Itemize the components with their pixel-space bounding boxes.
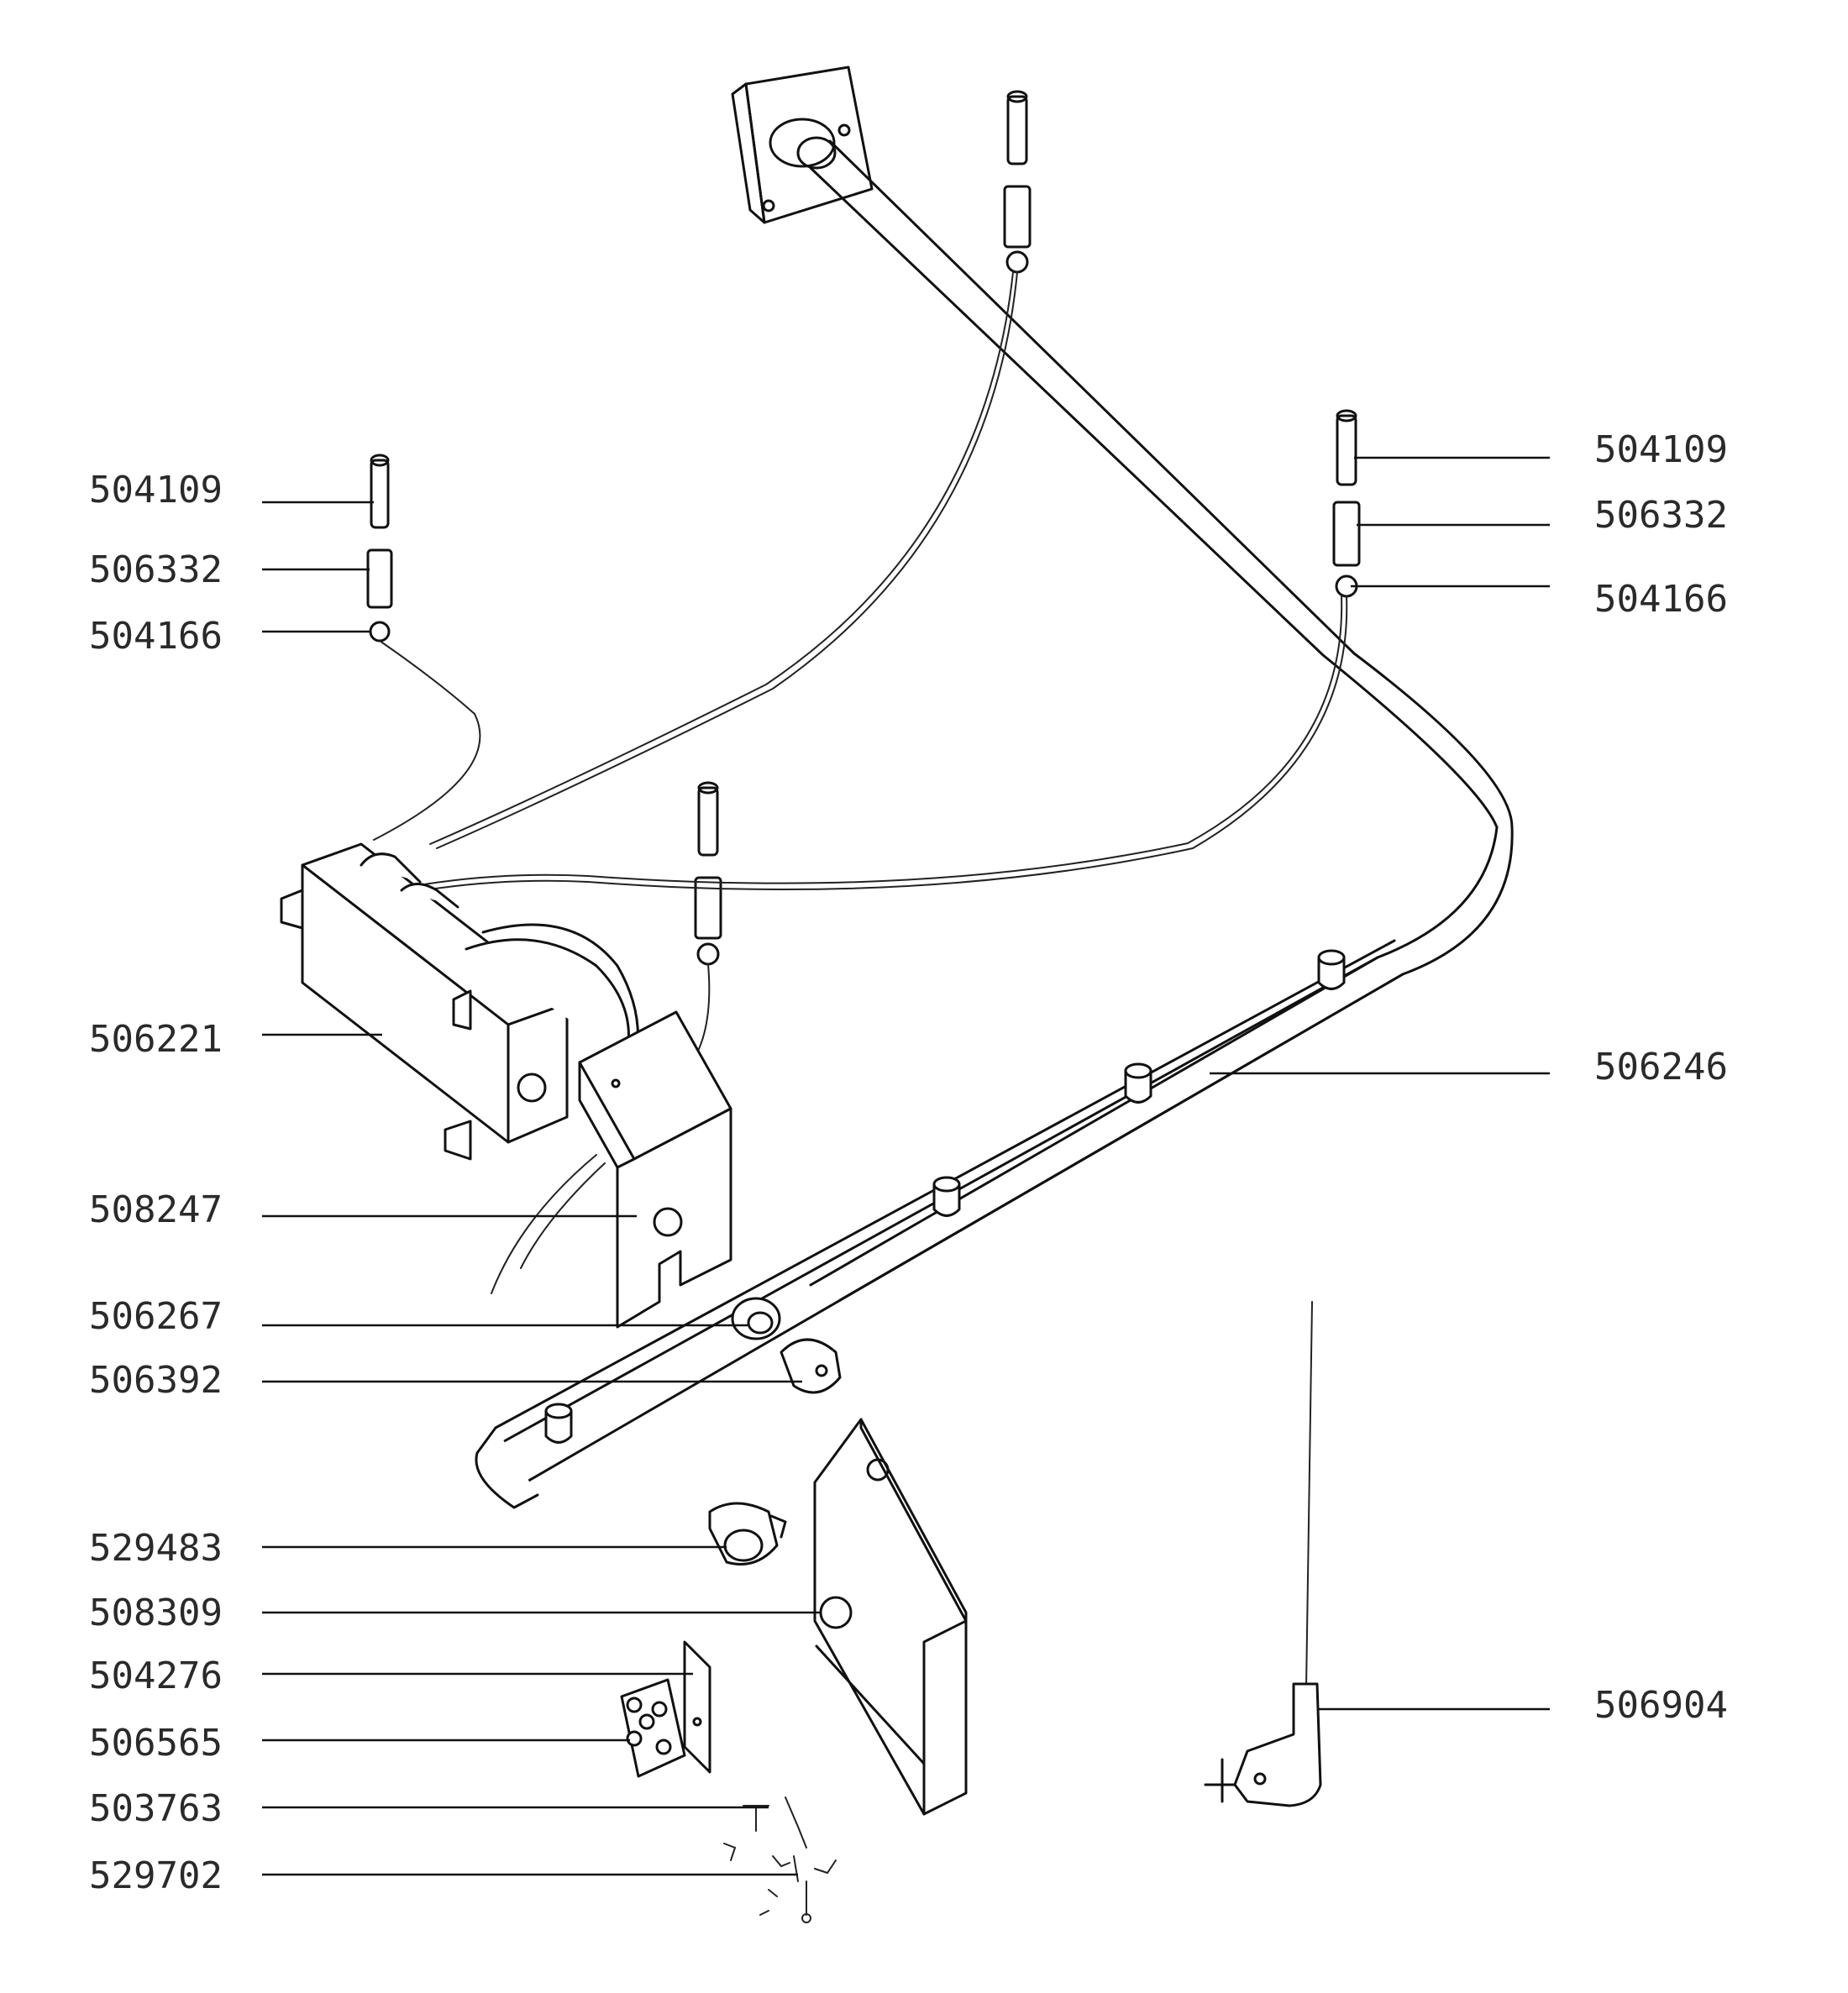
part-labels-left: 504109 506332 504166 506221 508247 50626…	[89, 469, 223, 1897]
label-506332-right: 506332	[1594, 494, 1728, 537]
label-504276: 504276	[89, 1655, 223, 1697]
label-529483: 529483	[89, 1527, 223, 1570]
label-503763: 503763	[89, 1787, 223, 1830]
knob-529483	[708, 1502, 787, 1566]
label-529702: 529702	[89, 1854, 223, 1897]
burner-bar	[475, 939, 1404, 1509]
label-506392: 506392	[89, 1359, 223, 1402]
label-506221: 506221	[89, 1018, 223, 1061]
probe-right	[1332, 409, 1361, 598]
fitting-506392	[780, 1338, 842, 1394]
part-labels-right: 504109 506332 504166 506246 506904	[1594, 428, 1728, 1727]
cover-plate	[813, 1418, 968, 1816]
label-504109-left: 504109	[89, 469, 223, 511]
ignition-lead	[1204, 1301, 1322, 1807]
terminal-block-506565	[620, 1678, 686, 1778]
label-506332-left: 506332	[89, 548, 223, 591]
screws	[723, 1796, 837, 1923]
plate-504276	[683, 1640, 711, 1774]
label-504166-left: 504166	[89, 615, 223, 658]
leader-lines	[262, 456, 1550, 1876]
burner-jet	[1317, 949, 1346, 990]
label-506246: 506246	[1594, 1046, 1728, 1088]
label-504109-right: 504109	[1594, 428, 1728, 471]
probe-left	[366, 454, 393, 642]
label-508247: 508247	[89, 1188, 223, 1231]
label-506267: 506267	[89, 1295, 223, 1338]
fitting-506267	[731, 1297, 781, 1340]
gas-valve	[280, 842, 639, 1161]
label-506904: 506904	[1594, 1684, 1728, 1727]
burner-jet	[1124, 1062, 1152, 1104]
burner-jet	[932, 1176, 961, 1217]
label-506565: 506565	[89, 1722, 223, 1765]
gas-supply-tube	[731, 66, 1514, 1302]
label-504166-right: 504166	[1594, 578, 1728, 621]
probe-middle	[694, 781, 722, 966]
probe-top-center	[1003, 90, 1032, 274]
burner-jet	[544, 1403, 573, 1444]
label-508309: 508309	[89, 1592, 223, 1634]
mounting-bracket	[578, 1010, 732, 1329]
capillary-wires	[373, 271, 1348, 1294]
